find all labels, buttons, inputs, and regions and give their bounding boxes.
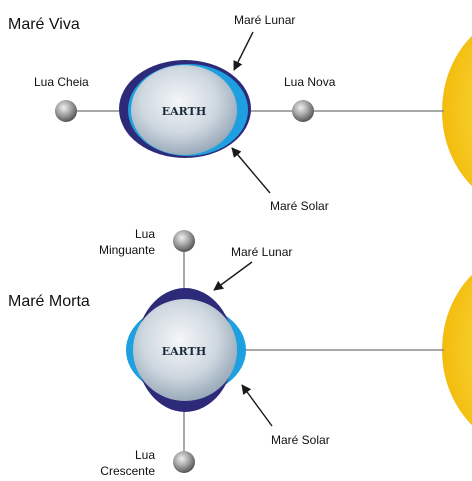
lunar-tide-label: Maré Lunar	[231, 245, 292, 259]
solar-tide-arrow	[232, 148, 270, 193]
last-quarter-label-line1: Lua	[135, 227, 155, 241]
solar-tide-label: Maré Solar	[271, 433, 330, 447]
lunar-tide-label: Maré Lunar	[234, 13, 295, 27]
moon-icon	[173, 230, 195, 252]
solar-tide-arrow	[242, 385, 272, 426]
moon-icon	[173, 451, 195, 473]
sun-icon	[442, 250, 472, 450]
lunar-tide-arrow	[214, 262, 252, 290]
sun-icon	[442, 11, 472, 211]
last-quarter-label-line2: Minguante	[99, 243, 155, 257]
spring-tide-panel: Maré Viva EARTH Lua Cheia Lua Nova Maré …	[8, 11, 472, 213]
spring-tide-title: Maré Viva	[8, 16, 80, 33]
solar-tide-label: Maré Solar	[270, 199, 329, 213]
neap-tide-panel: Maré Morta EARTH Lua Minguante Lua Cresc…	[8, 227, 472, 478]
lunar-tide-arrow	[234, 32, 253, 70]
earth-label: EARTH	[162, 345, 206, 358]
neap-tide-title: Maré Morta	[8, 293, 90, 310]
moon-icon	[292, 100, 314, 122]
full-moon-label: Lua Cheia	[34, 75, 89, 89]
first-quarter-label-line2: Crescente	[100, 464, 155, 478]
moon-icon	[55, 100, 77, 122]
first-quarter-label-line1: Lua	[135, 448, 155, 462]
new-moon-label: Lua Nova	[284, 75, 336, 89]
earth-label: EARTH	[162, 105, 206, 118]
